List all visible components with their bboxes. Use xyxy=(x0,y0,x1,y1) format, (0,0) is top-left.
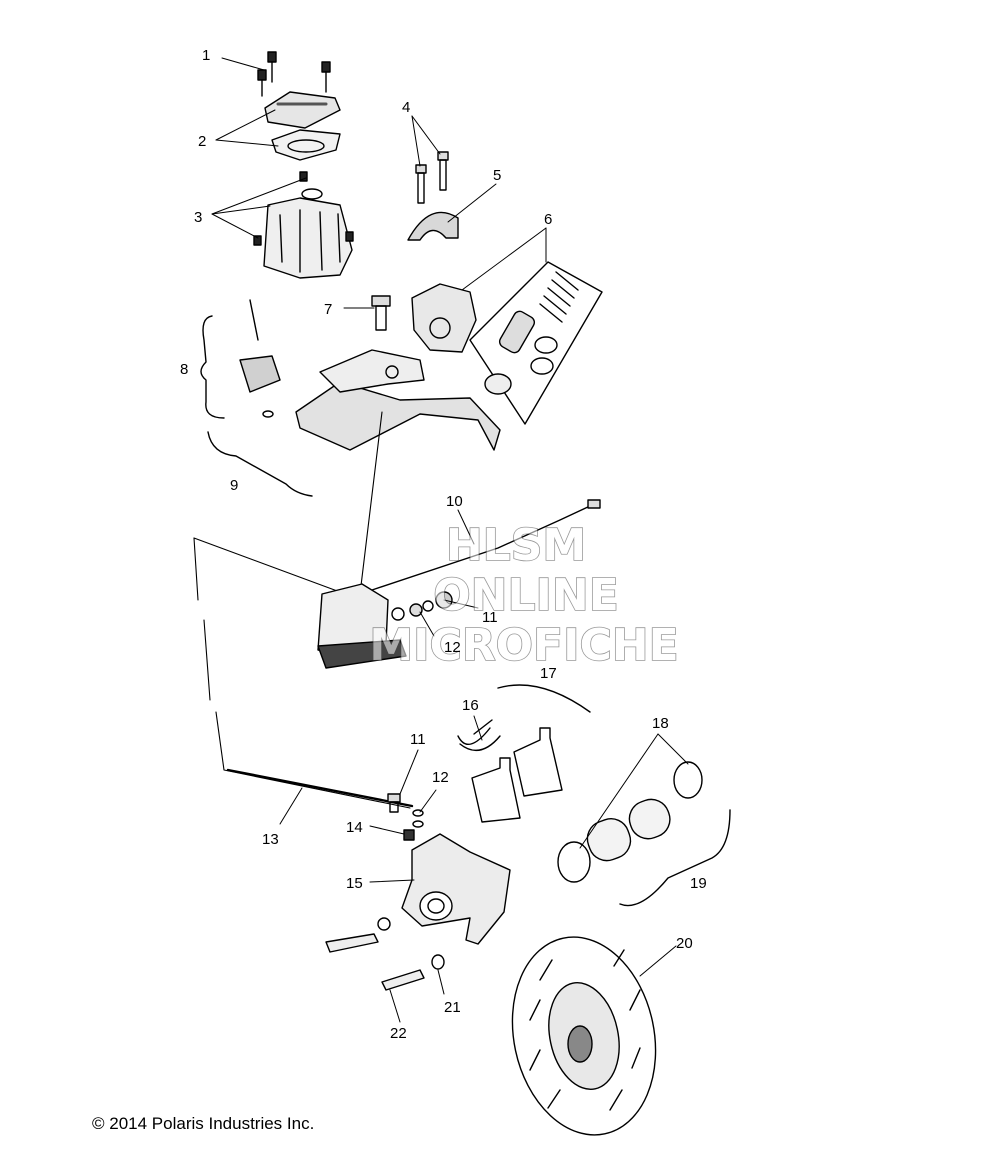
callout-4: 4 xyxy=(402,99,410,116)
bolt-part-4 xyxy=(415,151,449,204)
caliper-pistons-part-19 xyxy=(557,761,731,907)
copyright-notice: © 2014 Polaris Industries Inc. xyxy=(92,1114,315,1133)
svg-text:HLSM: HLSM xyxy=(446,520,586,571)
clamp-part-5 xyxy=(407,211,459,241)
reservoir-cover-part-2 xyxy=(264,91,341,161)
brake-line-part-13 xyxy=(226,768,414,808)
callout-9: 9 xyxy=(230,477,238,494)
callout-2: 2 xyxy=(198,133,206,150)
svg-text:MICROFICHE: MICROFICHE xyxy=(369,620,678,671)
callout-17: 17 xyxy=(540,665,557,682)
caliper-assembly xyxy=(317,583,453,669)
callout-12-lower: 12 xyxy=(432,769,449,786)
callout-5: 5 xyxy=(493,167,501,184)
callout-22: 22 xyxy=(390,1025,407,1042)
callout-19: 19 xyxy=(690,875,707,892)
callout-13: 13 xyxy=(262,831,279,848)
callout-21: 21 xyxy=(444,999,461,1016)
pad-spring-part-16 xyxy=(457,719,501,752)
callout-7: 7 xyxy=(324,301,332,318)
brake-switch-part-10 xyxy=(371,499,601,591)
svg-text:ONLINE: ONLINE xyxy=(433,570,619,621)
callout-11: 11 xyxy=(482,609,498,626)
watermark: HLSM ONLINE MICROFICHE xyxy=(369,519,680,672)
callout-10: 10 xyxy=(446,493,463,510)
callout-12: 12 xyxy=(444,639,461,656)
switch-assembly-part-8 xyxy=(200,299,281,419)
callout-15: 15 xyxy=(346,875,363,892)
lever-housing-part-6 xyxy=(411,283,477,353)
callout-numbers: 1 2 3 4 5 6 7 8 9 10 11 12 13 14 15 16 1… xyxy=(180,47,707,1042)
callout-3: 3 xyxy=(194,209,202,226)
callout-14: 14 xyxy=(346,819,363,836)
master-cylinder-part-3 xyxy=(253,171,354,279)
callout-18: 18 xyxy=(652,715,669,732)
brake-lever-part-9 xyxy=(207,349,501,497)
callout-1: 1 xyxy=(202,47,210,64)
caliper-bolts-part-22 xyxy=(325,917,445,991)
piston-kit-part-6 xyxy=(469,261,603,425)
callout-11-lower: 11 xyxy=(410,731,426,748)
pivot-bolt-part-7 xyxy=(371,295,391,331)
caliper-part-15 xyxy=(401,829,511,945)
brake-disc-part-20 xyxy=(511,936,657,1136)
brake-pads-part-17 xyxy=(471,684,591,823)
banjo-bolt-part-11 xyxy=(387,793,424,828)
callout-8: 8 xyxy=(180,361,188,378)
leader-lines xyxy=(193,411,411,809)
callout-leaders xyxy=(211,57,689,1023)
callout-16: 16 xyxy=(462,697,479,714)
callout-6: 6 xyxy=(544,211,552,228)
callout-20: 20 xyxy=(676,935,693,952)
screw-part-1 xyxy=(257,51,331,97)
